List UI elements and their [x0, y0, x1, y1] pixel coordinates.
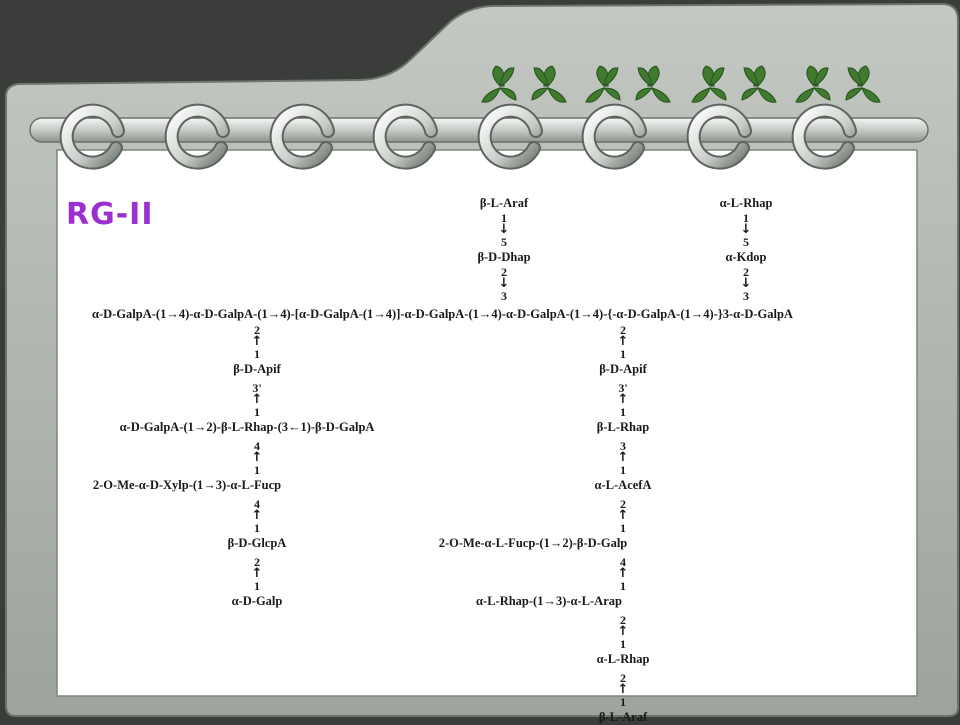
binder-ring-icon — [372, 103, 438, 170]
chain-right-residue: 2-O-Me-α-L-Fucp-(1→2)-β-D-Galp — [438, 536, 628, 550]
leaf-cluster-icon — [585, 65, 621, 103]
chain-top-a-link-arrow: ↓ — [498, 222, 510, 237]
chain-right-residue: α-L-Rhap-(1→3)-α-L-Arap — [476, 594, 622, 608]
chain-left-link-number: 1 — [254, 405, 260, 419]
chain-right-residue: α-L-AcefA — [594, 478, 652, 492]
chain-left-link-number: 3' — [252, 381, 262, 395]
chain-right-link-number: 3' — [618, 381, 628, 395]
chain-right-link-arrow: ↑ — [617, 624, 629, 639]
leaf-cluster-icon — [741, 65, 777, 103]
chain-right-link-arrow: ↑ — [617, 566, 629, 581]
leaf-cluster-icon — [635, 65, 671, 103]
chain-right-link-arrow: ↑ — [617, 450, 629, 465]
chain-top-b-residue: α-L-Rhap — [719, 196, 773, 210]
binder-ring-icon — [164, 103, 230, 170]
binder-ring-icon — [791, 103, 857, 170]
page-title: RG-II — [66, 197, 154, 232]
chain-top-a-residue: β-D-Dhap — [477, 250, 531, 264]
chain-right-link-number: 2 — [620, 613, 626, 627]
chain-left-residue: α-D-GalpA-(1→2)-β-L-Rhap-(3←1)-β-D-GalpA — [119, 420, 375, 434]
chain-top-b-link-number: 5 — [743, 235, 749, 249]
chain-right-link-number: 4 — [620, 555, 626, 569]
leaf-cluster-icon — [795, 65, 831, 103]
chain-right-residue: α-L-Rhap — [596, 652, 650, 666]
leaf-cluster-icon — [691, 65, 727, 103]
chain-top-a-link-number: 3 — [501, 289, 507, 303]
chain-right-residue: β-D-Apif — [599, 362, 647, 376]
binder-ring-icon — [686, 103, 752, 170]
binder-ring-icon — [59, 103, 125, 170]
white-page — [56, 149, 918, 697]
backbone-chain: α-D-GalpA-(1→4)-α-D-GalpA-(1→4)-[α-D-Gal… — [92, 307, 793, 321]
chain-left-residue: 2-O-Me-α-D-Xylp-(1→3)-α-L-Fucp — [92, 478, 282, 492]
chain-top-a-link-number: 5 — [501, 235, 507, 249]
chain-top-b-link-number: 1 — [743, 211, 749, 225]
chain-right-link-number: 2 — [620, 323, 626, 337]
chain-top-b-residue: α-Kdop — [725, 250, 767, 264]
chain-right-link-number: 1 — [620, 405, 626, 419]
chain-right-link-number: 1 — [620, 695, 626, 709]
chain-right-link-arrow: ↑ — [617, 682, 629, 697]
chain-right-link-number: 1 — [620, 637, 626, 651]
chain-top-b-link-number: 2 — [743, 265, 749, 279]
chain-left-link-number: 4 — [254, 439, 260, 453]
chain-right-residue: β-L-Araf — [598, 710, 648, 724]
chain-right-link-number: 2 — [620, 671, 626, 685]
chain-right-link-number: 1 — [620, 579, 626, 593]
chain-top-a-residue: β-L-Araf — [479, 196, 529, 210]
chain-right-link-arrow: ↑ — [617, 508, 629, 523]
chain-left-link-number: 2 — [254, 555, 260, 569]
chain-left-residue: β-D-Apif — [233, 362, 281, 376]
chain-top-b-link-arrow: ↓ — [740, 222, 752, 237]
chain-left-link-number: 1 — [254, 463, 260, 477]
chain-top-a-link-number: 1 — [501, 211, 507, 225]
leaf-cluster-icon — [845, 65, 881, 103]
chain-top-b-link-number: 3 — [743, 289, 749, 303]
chain-top-a-link-number: 2 — [501, 265, 507, 279]
chain-top-a-link-arrow: ↓ — [498, 276, 510, 291]
chain-left-link-arrow: ↑ — [251, 566, 263, 581]
binder-ring-icon — [269, 103, 335, 170]
binder-ring-icon — [581, 103, 647, 170]
chain-right-link-number: 1 — [620, 463, 626, 477]
chain-right-link-number: 1 — [620, 347, 626, 361]
leaf-cluster-icon — [531, 65, 567, 103]
chain-left-link-number: 2 — [254, 323, 260, 337]
leaf-cluster-icon — [481, 65, 517, 103]
chain-left-residue: β-D-GlcpA — [227, 536, 287, 550]
chain-left-link-arrow: ↑ — [251, 450, 263, 465]
chain-right-link-number: 2 — [620, 497, 626, 511]
chain-right-residue: β-L-Rhap — [596, 420, 650, 434]
chain-right-link-number: 1 — [620, 521, 626, 535]
chain-right-link-number: 3 — [620, 439, 626, 453]
chain-left-link-number: 1 — [254, 521, 260, 535]
binder-ring-icon — [477, 103, 543, 170]
chain-top-b-link-arrow: ↓ — [740, 276, 752, 291]
chain-left-link-number: 1 — [254, 579, 260, 593]
chain-left-link-arrow: ↑ — [251, 508, 263, 523]
chain-left-link-arrow: ↑ — [251, 334, 263, 349]
chain-left-link-number: 1 — [254, 347, 260, 361]
chain-left-residue: α-D-Galp — [231, 594, 283, 608]
chain-left-link-arrow: ↑ — [251, 392, 263, 407]
chain-right-link-arrow: ↑ — [617, 334, 629, 349]
chain-left-link-number: 4 — [254, 497, 260, 511]
chain-right-link-arrow: ↑ — [617, 392, 629, 407]
